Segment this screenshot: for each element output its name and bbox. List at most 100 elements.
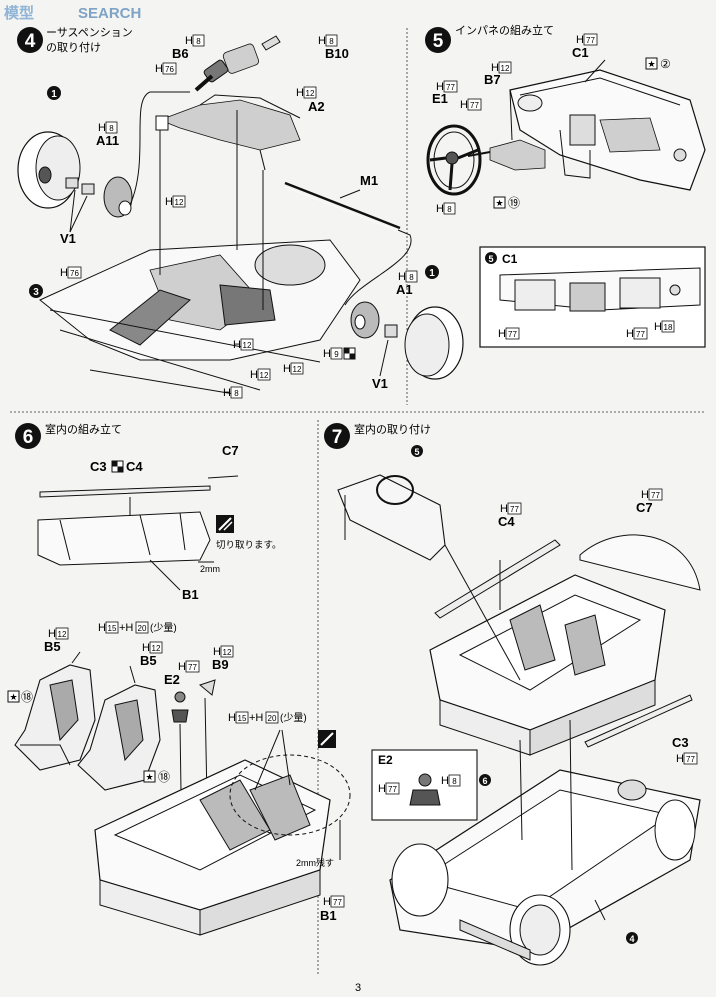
shock-absorber-b6	[194, 35, 281, 92]
svg-text:H: H	[676, 753, 684, 765]
svg-text:H: H	[155, 63, 163, 75]
hcode-h12-b5r: 12	[152, 644, 161, 653]
svg-text:H: H	[378, 783, 386, 795]
hcode-h77-c1: 77	[586, 36, 595, 45]
svg-text:H: H	[233, 339, 241, 351]
svg-text:3: 3	[33, 287, 39, 298]
svg-text:H: H	[296, 87, 304, 99]
svg-text:H: H	[98, 622, 106, 634]
svg-text:★: ★	[647, 59, 655, 69]
star-decal-18-right-icon	[143, 770, 156, 783]
svg-text:H: H	[498, 328, 506, 340]
svg-text:H: H	[460, 99, 468, 111]
seat-b5-left	[14, 664, 96, 771]
star-decal-19-icon	[493, 196, 506, 209]
svg-text:★: ★	[145, 772, 153, 782]
hcode-h12-b5l: 12	[58, 630, 67, 639]
cut-icon-2	[318, 730, 336, 748]
svg-text:5: 5	[488, 254, 493, 264]
svg-text:H: H	[654, 321, 662, 333]
hcode-h8: 8	[196, 37, 201, 46]
svg-text:H: H	[576, 34, 584, 46]
svg-text:H: H	[178, 661, 186, 673]
svg-text:H: H	[318, 35, 326, 47]
step-4-badge	[17, 27, 43, 53]
label-b5-left: B5	[44, 639, 61, 654]
hcode-h12-a2: 12	[306, 89, 315, 98]
step-7: 7 室内の取り付け 5 H 77 C4 H 77 C7 C3	[324, 422, 701, 966]
label-c3-step7: C3	[672, 735, 689, 750]
watermark-cn: 模型	[4, 4, 34, 22]
part-b9	[198, 679, 216, 696]
part-c7-panel	[579, 534, 701, 591]
svg-text:1: 1	[51, 89, 57, 100]
svg-text:H: H	[98, 122, 106, 134]
svg-text:6: 6	[482, 776, 487, 786]
svg-text:4: 4	[629, 934, 634, 944]
hcode-h12-center: 12	[175, 198, 184, 207]
decal-19: ⑲	[508, 196, 520, 210]
svg-text:+H: +H	[249, 712, 263, 724]
label-b7: B7	[484, 72, 501, 87]
label-e1: E1	[432, 91, 448, 106]
label-m1: M1	[360, 173, 378, 188]
chassis-front	[39, 239, 361, 396]
steering-wheel-e1	[426, 124, 482, 196]
label-c4: C4	[126, 459, 143, 474]
seat-b5-right	[77, 684, 161, 791]
hcode-h12-b7: 12	[501, 64, 510, 73]
hcode-h77-c7: 77	[651, 491, 660, 500]
step-7-title: 室内の取り付け	[354, 422, 431, 436]
tie-rod-line	[129, 91, 190, 206]
part-c3-c4-strip	[39, 485, 211, 498]
star-decal-18-left-icon	[7, 690, 20, 703]
cut-note: 切り取ります。	[216, 540, 282, 551]
wheel-left	[17, 131, 81, 209]
dash-ref-badge	[411, 445, 423, 457]
decal-18-left: ⑱	[21, 690, 33, 704]
label-a1: A1	[396, 282, 413, 297]
wheel-left-badge	[47, 86, 61, 100]
svg-text:H: H	[185, 35, 193, 47]
label-c7-step7: C7	[636, 500, 653, 515]
hcode-h8-a1: 8	[409, 273, 414, 282]
page-number: 3	[355, 982, 361, 994]
svg-text:H: H	[491, 62, 499, 74]
hcode-h76-left: 76	[70, 269, 79, 278]
hcode-h12-bottom3: 12	[293, 365, 302, 374]
step-4-number: 4	[25, 31, 36, 52]
svg-text:H: H	[323, 896, 331, 908]
label-b9: B9	[212, 657, 229, 672]
ref6-badge	[479, 774, 491, 786]
label-b5-right: B5	[140, 653, 157, 668]
decal-2: ②	[660, 57, 671, 71]
svg-text:★: ★	[9, 692, 17, 702]
hcode-h15b: 15	[238, 714, 247, 723]
dim-2mm-leave: 2mm残す	[296, 857, 334, 868]
svg-text:H: H	[500, 503, 508, 515]
svg-text:H: H	[228, 712, 236, 724]
dashboard-c1	[509, 69, 706, 191]
chassis-ref-badge	[29, 284, 43, 298]
interior-tub-b1	[94, 754, 351, 936]
shift-knob-e2	[171, 691, 189, 723]
svg-text:H: H	[436, 81, 444, 93]
svg-text:H: H	[142, 642, 150, 654]
svg-text:H: H	[223, 387, 231, 399]
step-5-number: 5	[433, 31, 444, 52]
inset-hcode-h77: 77	[388, 785, 397, 794]
hcode-h77-c3: 77	[686, 755, 695, 764]
inset-hcode-h8: 8	[452, 777, 457, 786]
svg-text:H: H	[323, 348, 331, 360]
step-4-subtitle: の取り付け	[46, 41, 101, 54]
suspension-arm-a2	[155, 94, 301, 171]
step-5: 5 インパネの組み立て H 77 C1 ★ ② H 12 B7 H 77 E1 …	[425, 23, 706, 348]
hcode-h8-a11: 8	[109, 124, 114, 133]
svg-text:H: H	[48, 628, 56, 640]
svg-text:H: H	[250, 369, 258, 381]
glue-note-2: (少量)	[280, 712, 307, 724]
label-c3: C3	[90, 459, 107, 474]
step-7-number: 7	[332, 427, 343, 448]
hcode-h77-c4: 77	[510, 505, 519, 514]
